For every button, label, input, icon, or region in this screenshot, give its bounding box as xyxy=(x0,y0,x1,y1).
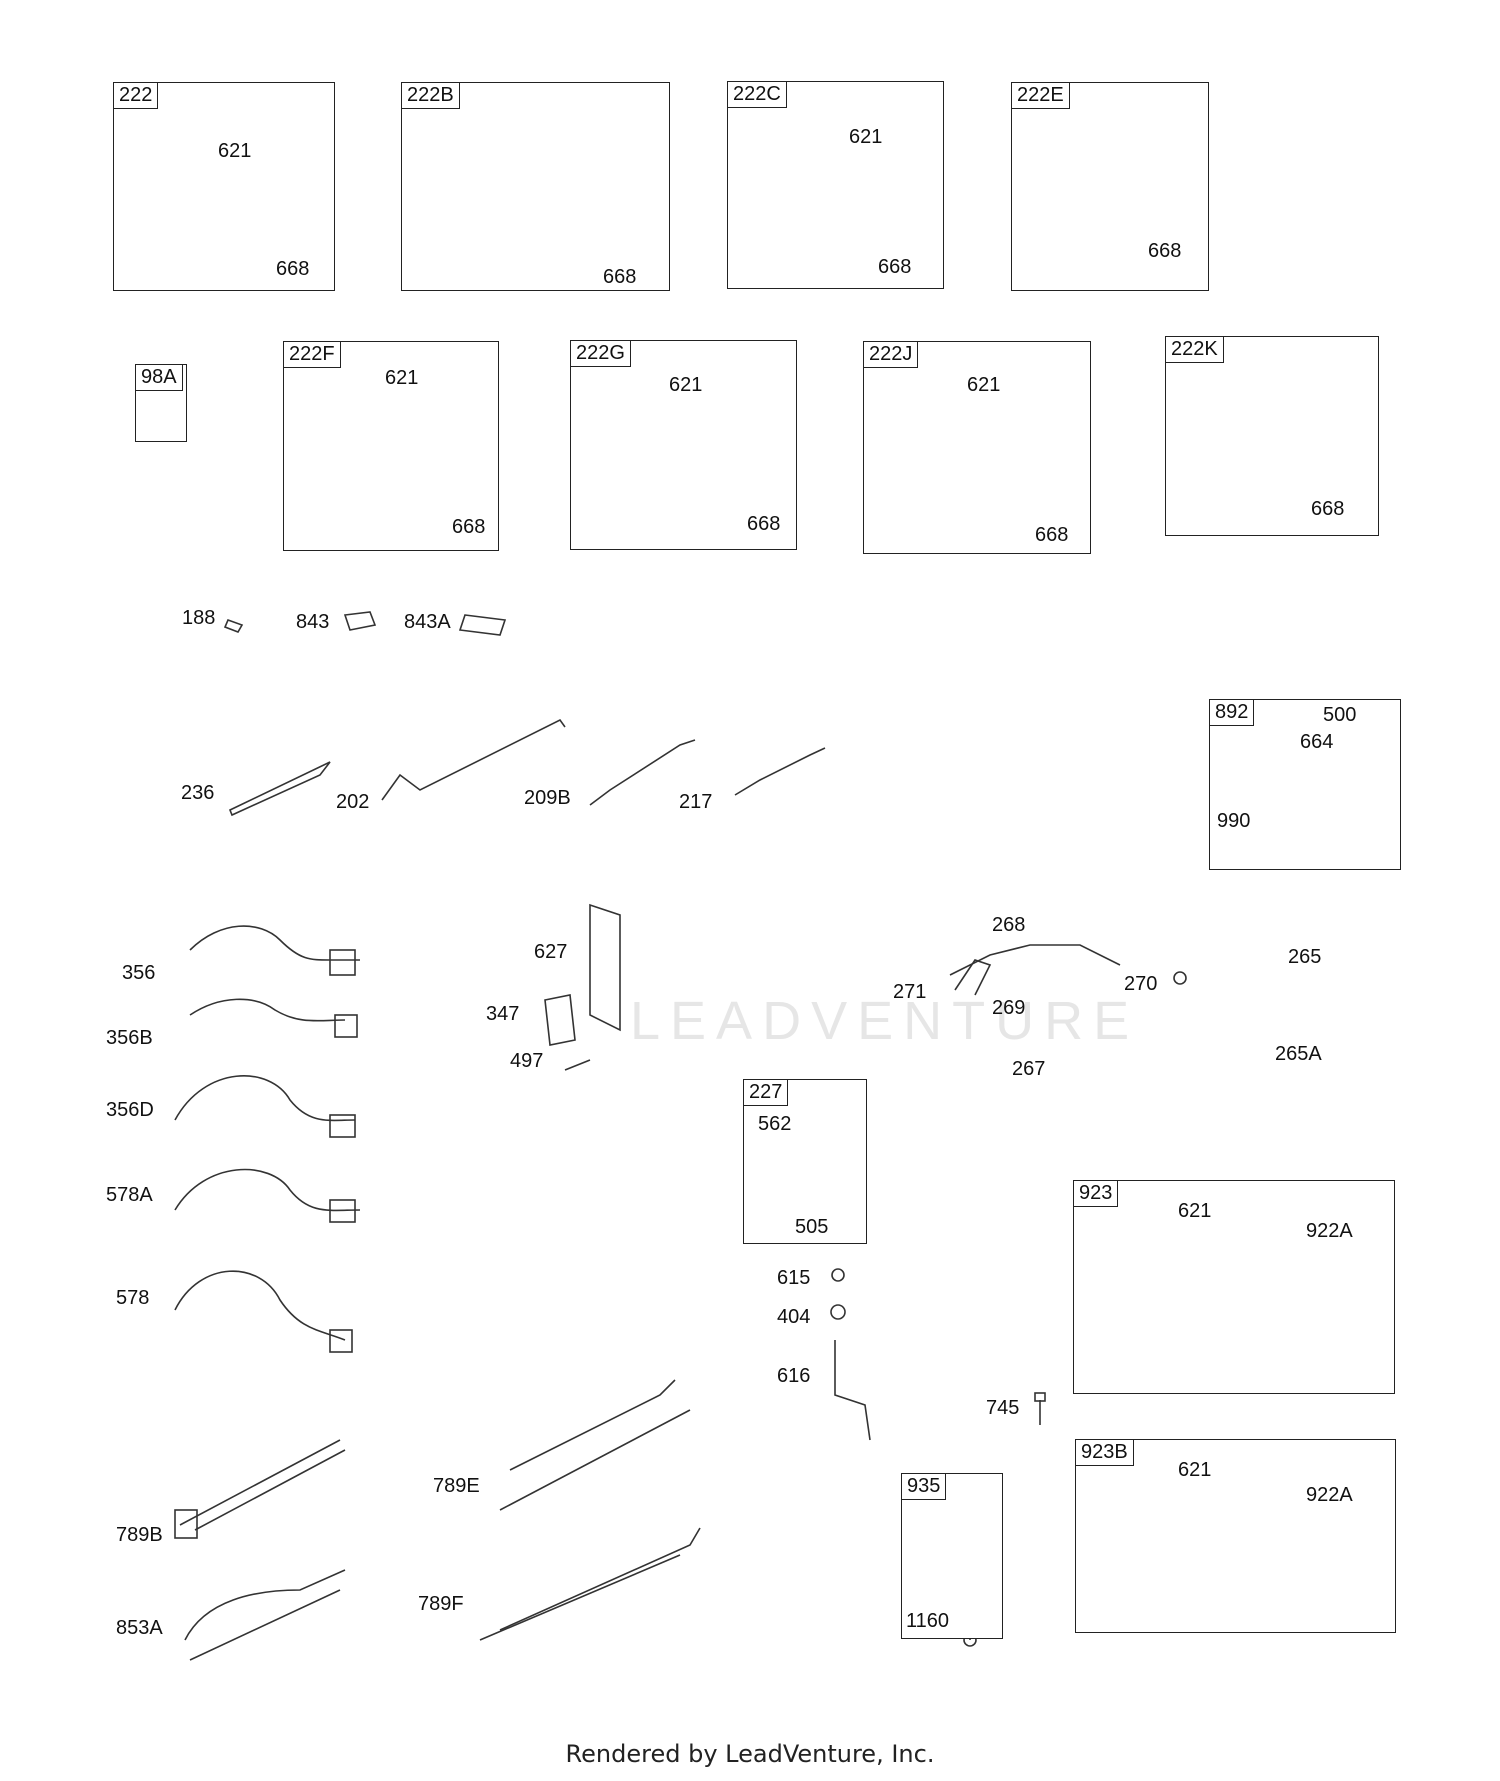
part-label-265a[interactable]: 265A xyxy=(1275,1043,1322,1065)
part-tag-222b: 222B xyxy=(402,83,460,109)
part-label-265[interactable]: 265 xyxy=(1288,946,1322,968)
part-box-923b[interactable]: 923B xyxy=(1075,1439,1396,1633)
part-label-356b[interactable]: 356B xyxy=(106,1027,153,1049)
part-tag-935: 935 xyxy=(902,1474,947,1500)
part-tag-222: 222 xyxy=(114,83,159,109)
part-box-923[interactable]: 923 xyxy=(1073,1180,1395,1394)
part-box-222[interactable]: 222 xyxy=(113,82,335,291)
callout-222b-668: 668 xyxy=(603,266,637,288)
part-label-269[interactable]: 269 xyxy=(992,997,1026,1019)
part-label-404[interactable]: 404 xyxy=(777,1306,811,1328)
part-label-615[interactable]: 615 xyxy=(777,1267,811,1289)
callout-923b-922a: 922A xyxy=(1306,1484,1353,1506)
callout-892-500: 500 xyxy=(1323,704,1357,726)
part-tag-222e: 222E xyxy=(1012,83,1070,109)
part-tag-923: 923 xyxy=(1074,1181,1119,1207)
callout-222-668: 668 xyxy=(276,258,310,280)
part-box-222j[interactable]: 222J xyxy=(863,341,1091,554)
callout-222e-668: 668 xyxy=(1148,240,1182,262)
part-label-268[interactable]: 268 xyxy=(992,914,1026,936)
part-box-935[interactable]: 935 xyxy=(901,1473,1003,1639)
part-box-222g[interactable]: 222G xyxy=(570,340,797,550)
wire-harnesses-drawing xyxy=(174,925,701,1661)
part-box-222e[interactable]: 222E xyxy=(1011,82,1209,291)
part-label-497[interactable]: 497 xyxy=(510,1050,544,1072)
bolt-745-drawing xyxy=(1034,1392,1046,1425)
callout-222c-668: 668 xyxy=(878,256,912,278)
part-box-222f[interactable]: 222F xyxy=(283,341,499,551)
callout-923b-621: 621 xyxy=(1178,1459,1212,1481)
callout-222g-621: 621 xyxy=(669,374,703,396)
callout-923-922a: 922A xyxy=(1306,1220,1353,1242)
throttle-control-drawing xyxy=(949,944,1187,996)
part-tag-227: 227 xyxy=(744,1080,789,1106)
part-box-222k[interactable]: 222K xyxy=(1165,336,1379,536)
part-label-578[interactable]: 578 xyxy=(116,1287,150,1309)
callout-892-990: 990 xyxy=(1217,810,1251,832)
part-tag-923b: 923B xyxy=(1076,1440,1134,1466)
callout-923-621: 621 xyxy=(1178,1200,1212,1222)
part-box-222b[interactable]: 222B xyxy=(401,82,670,291)
part-label-347[interactable]: 347 xyxy=(486,1003,520,1025)
callout-227-505: 505 xyxy=(795,1216,829,1238)
callout-935-1160: 1160 xyxy=(906,1610,950,1632)
part-label-843[interactable]: 843 xyxy=(296,611,330,633)
part-tag-222j: 222J xyxy=(864,342,919,368)
callout-222j-621: 621 xyxy=(967,374,1001,396)
part-label-789e[interactable]: 789E xyxy=(433,1475,480,1497)
part-label-271[interactable]: 271 xyxy=(893,981,927,1003)
callout-222j-668: 668 xyxy=(1035,524,1069,546)
plate-627-drawing xyxy=(544,903,621,1071)
linkages-drawing xyxy=(228,718,826,817)
part-label-616[interactable]: 616 xyxy=(777,1365,811,1387)
part-tag-892: 892 xyxy=(1210,700,1255,726)
nut-washer-rod-drawing xyxy=(830,1268,871,1441)
part-label-267[interactable]: 267 xyxy=(1012,1058,1046,1080)
part-box-222c[interactable]: 222C xyxy=(727,81,944,289)
part-label-789f[interactable]: 789F xyxy=(418,1593,464,1615)
watermark-text: LEADVENTURE xyxy=(630,991,1140,1051)
part-label-217[interactable]: 217 xyxy=(679,791,713,813)
callout-222c-621: 621 xyxy=(849,126,883,148)
callout-222k-668: 668 xyxy=(1311,498,1345,520)
part-box-227[interactable]: 227 xyxy=(743,1079,867,1244)
footer-credit: Rendered by LeadVenture, Inc. xyxy=(565,1740,935,1768)
part-label-356d[interactable]: 356D xyxy=(106,1099,154,1121)
small-parts-drawing xyxy=(223,611,507,636)
part-tag-222c: 222C xyxy=(728,82,787,108)
callout-227-562: 562 xyxy=(758,1113,792,1135)
part-tag-222g: 222G xyxy=(571,341,631,367)
part-label-209b[interactable]: 209B xyxy=(524,787,571,809)
part-label-356[interactable]: 356 xyxy=(122,962,156,984)
part-label-843a[interactable]: 843A xyxy=(404,611,451,633)
callout-222f-621: 621 xyxy=(385,367,419,389)
callout-222g-668: 668 xyxy=(747,513,781,535)
part-label-236[interactable]: 236 xyxy=(181,782,215,804)
callout-892-664: 664 xyxy=(1300,731,1334,753)
callout-222-621: 621 xyxy=(218,140,252,162)
part-label-578a[interactable]: 578A xyxy=(106,1184,153,1206)
part-tag-222k: 222K xyxy=(1166,337,1224,363)
part-box-892[interactable]: 892 xyxy=(1209,699,1401,870)
part-tag-98a: 98A xyxy=(136,365,183,391)
part-tag-222f: 222F xyxy=(284,342,341,368)
part-label-202[interactable]: 202 xyxy=(336,791,370,813)
callout-222f-668: 668 xyxy=(452,516,486,538)
part-label-627[interactable]: 627 xyxy=(534,941,568,963)
part-label-270[interactable]: 270 xyxy=(1124,973,1158,995)
part-label-188[interactable]: 188 xyxy=(182,607,216,629)
part-label-853a[interactable]: 853A xyxy=(116,1617,163,1639)
part-label-789b[interactable]: 789B xyxy=(116,1524,163,1546)
part-box-98a[interactable]: 98A xyxy=(135,364,187,442)
part-label-745[interactable]: 745 xyxy=(986,1397,1020,1419)
